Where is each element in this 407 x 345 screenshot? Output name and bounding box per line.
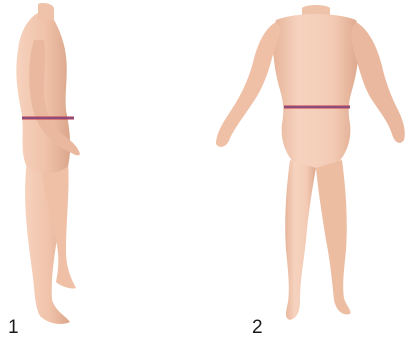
panel-label-1: 1 [8,318,19,337]
front-leg-right [316,160,350,314]
body-model-side-view [16,3,80,324]
front-arm-left [216,22,280,147]
front-torso [273,14,359,168]
panel-label-2: 2 [252,318,263,337]
side-neck [38,3,54,20]
front-leg-left [285,160,316,320]
front-arm-right [351,22,405,143]
body-model-front-view [216,5,405,320]
